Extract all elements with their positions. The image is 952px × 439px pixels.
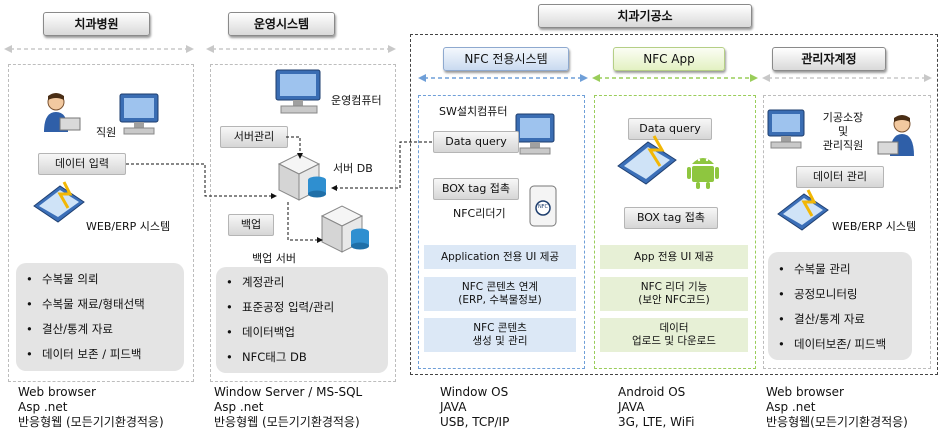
- tech-line: JAVA: [440, 400, 467, 414]
- nfc-system-span-arrow: [418, 74, 588, 82]
- clinic-column: [8, 64, 194, 382]
- tech-line: Android OS: [618, 385, 686, 399]
- admin-features-box: 수복물 관리 공정모니터링 결산/통계 자료 데이터보존/ 피드백: [768, 252, 912, 360]
- nfc-system-feature-2: NFC 콘텐츠 연계 (ERP, 수복물정보): [424, 277, 576, 311]
- header-operation-system: 운영시스템: [228, 12, 335, 36]
- sw-pc-monitor-icon: [515, 113, 555, 155]
- list-item: 데이터 보존 / 피드백: [16, 342, 184, 367]
- header-nfc-system: NFC 전용시스템: [443, 47, 569, 71]
- tech-line: JAVA: [618, 400, 645, 414]
- staff-label: 직원: [96, 126, 117, 139]
- nfc-chip-text: NFC: [537, 204, 549, 210]
- data-input-tag: 데이터 입력: [38, 153, 126, 175]
- ops-features-box: 계정관리 표준공정 입력/관리 데이터백업 NFC태그 DB: [216, 267, 388, 373]
- clinic-features-box: 수복물 의뢰 수복물 재료/형태선택 결산/통계 자료 데이터 보존 / 피드백: [16, 263, 184, 371]
- admin-column: [763, 95, 931, 369]
- nfc-app-feature-1: App 전용 UI 제공: [600, 245, 748, 269]
- nfc-app-feature-2: NFC 리더 기능 (보안 NFC코드): [600, 277, 748, 311]
- tech-line: 반응형웹 (모든기기환경적응): [214, 415, 360, 429]
- nfc-system-feature-1: Application 전용 UI 제공: [424, 245, 576, 269]
- web-erp-tablet-icon: [33, 181, 85, 223]
- header-clinic: 치과병원: [43, 12, 150, 36]
- clinic-tech-stack: Web browser Asp .net 반응형웹 (모든기기환경적응): [18, 385, 164, 430]
- nfc-app-feature-3: 데이터 업로드 및 다운로드: [600, 318, 748, 352]
- app-box-tag-touch: BOX tag 접촉: [624, 207, 718, 229]
- tech-line: Window Server / MS-SQL: [214, 385, 363, 399]
- nfc-app-column: [594, 95, 756, 369]
- list-item: 수복물 관리: [768, 257, 912, 282]
- admin-tech-stack: Web browser Asp .net 반응형웹(모든기기환경적응): [766, 385, 908, 430]
- nfc-system-column: [418, 95, 585, 369]
- tech-line: Web browser: [18, 385, 96, 399]
- list-item: 데이터백업: [216, 320, 388, 345]
- backup-server-icon: [320, 205, 369, 253]
- clinic-span-arrow: [4, 45, 194, 53]
- admin-span-arrow: [762, 74, 932, 82]
- list-item: 공정모니터링: [768, 282, 912, 307]
- admin-web-erp-label: WEB/ERP 시스템: [832, 220, 917, 233]
- tech-line: Asp .net: [766, 400, 816, 414]
- backup-server-label: 백업 서버: [252, 252, 296, 265]
- list-item: 표준공정 입력/관리: [216, 295, 388, 320]
- web-erp-label: WEB/ERP 시스템: [86, 220, 171, 233]
- admin-web-erp-tablet-icon: [777, 189, 829, 231]
- tech-line: Web browser: [766, 385, 844, 399]
- header-nfc-app: NFC App: [613, 47, 725, 71]
- server-mgmt-tag: 서버관리: [220, 126, 288, 148]
- ops-computer-icon: [275, 69, 321, 114]
- list-item: 수복물 의뢰: [16, 267, 184, 292]
- tech-line: 3G, LTE, WiFi: [618, 415, 695, 429]
- data-mgmt-tag: 데이터 관리: [796, 166, 884, 188]
- nfc-app-tech-stack: Android OS JAVA 3G, LTE, WiFi: [618, 385, 694, 430]
- backup-tag: 백업: [228, 214, 274, 236]
- nfc-app-span-arrow: [592, 74, 758, 82]
- list-item: 결산/통계 자료: [16, 317, 184, 342]
- admin-staff-label: 기공소장 및 관리직원: [822, 111, 864, 152]
- sw-pc-label: SW설치컴퓨터: [439, 105, 508, 118]
- list-item: NFC태그 DB: [216, 345, 388, 370]
- nfc-reader-device-icon: [529, 185, 557, 227]
- list-item: 계정관리: [216, 270, 388, 295]
- admin-monitor-icon: [767, 109, 805, 149]
- ops-span-arrow: [206, 45, 396, 53]
- app-tablet-icon: [617, 135, 677, 185]
- list-item: 수복물 재료/형태선택: [16, 292, 184, 317]
- dental-lab-frame: [410, 34, 938, 375]
- nfc-data-query-tag: Data query: [433, 131, 519, 153]
- server-db-icon: [277, 153, 326, 201]
- tech-line: Asp .net: [214, 400, 264, 414]
- server-db-label: 서버 DB: [333, 162, 373, 175]
- nfc-reader-label: NFC리더기: [453, 207, 506, 220]
- desktop-monitor-icon: [119, 93, 159, 135]
- list-item: 데이터보존/ 피드백: [768, 332, 912, 357]
- ops-column: [210, 64, 396, 382]
- nfc-system-feature-3: NFC 콘텐츠 생성 및 관리: [424, 318, 576, 352]
- tech-line: 반응형웹(모든기기환경적응): [766, 415, 908, 429]
- staff-person-icon: [44, 93, 81, 132]
- header-dental-lab: 치과기공소: [538, 4, 752, 28]
- android-icon: [687, 158, 719, 189]
- tech-line: 반응형웹 (모든기기환경적응): [18, 415, 164, 429]
- list-item: 결산/통계 자료: [768, 307, 912, 332]
- admin-person-icon: [877, 115, 914, 156]
- nfc-box-tag-touch: BOX tag 접촉: [433, 178, 519, 200]
- tech-line: Window OS: [440, 385, 509, 399]
- header-admin-account: 관리자계정: [772, 47, 886, 71]
- tech-line: USB, TCP/IP: [440, 415, 510, 429]
- ops-tech-stack: Window Server / MS-SQL Asp .net 반응형웹 (모든…: [214, 385, 362, 430]
- nfc-system-tech-stack: Window OS JAVA USB, TCP/IP: [440, 385, 509, 430]
- app-data-query-tag: Data query: [628, 118, 712, 140]
- ops-computer-label: 운영컴퓨터: [331, 94, 382, 107]
- tech-line: Asp .net: [18, 400, 68, 414]
